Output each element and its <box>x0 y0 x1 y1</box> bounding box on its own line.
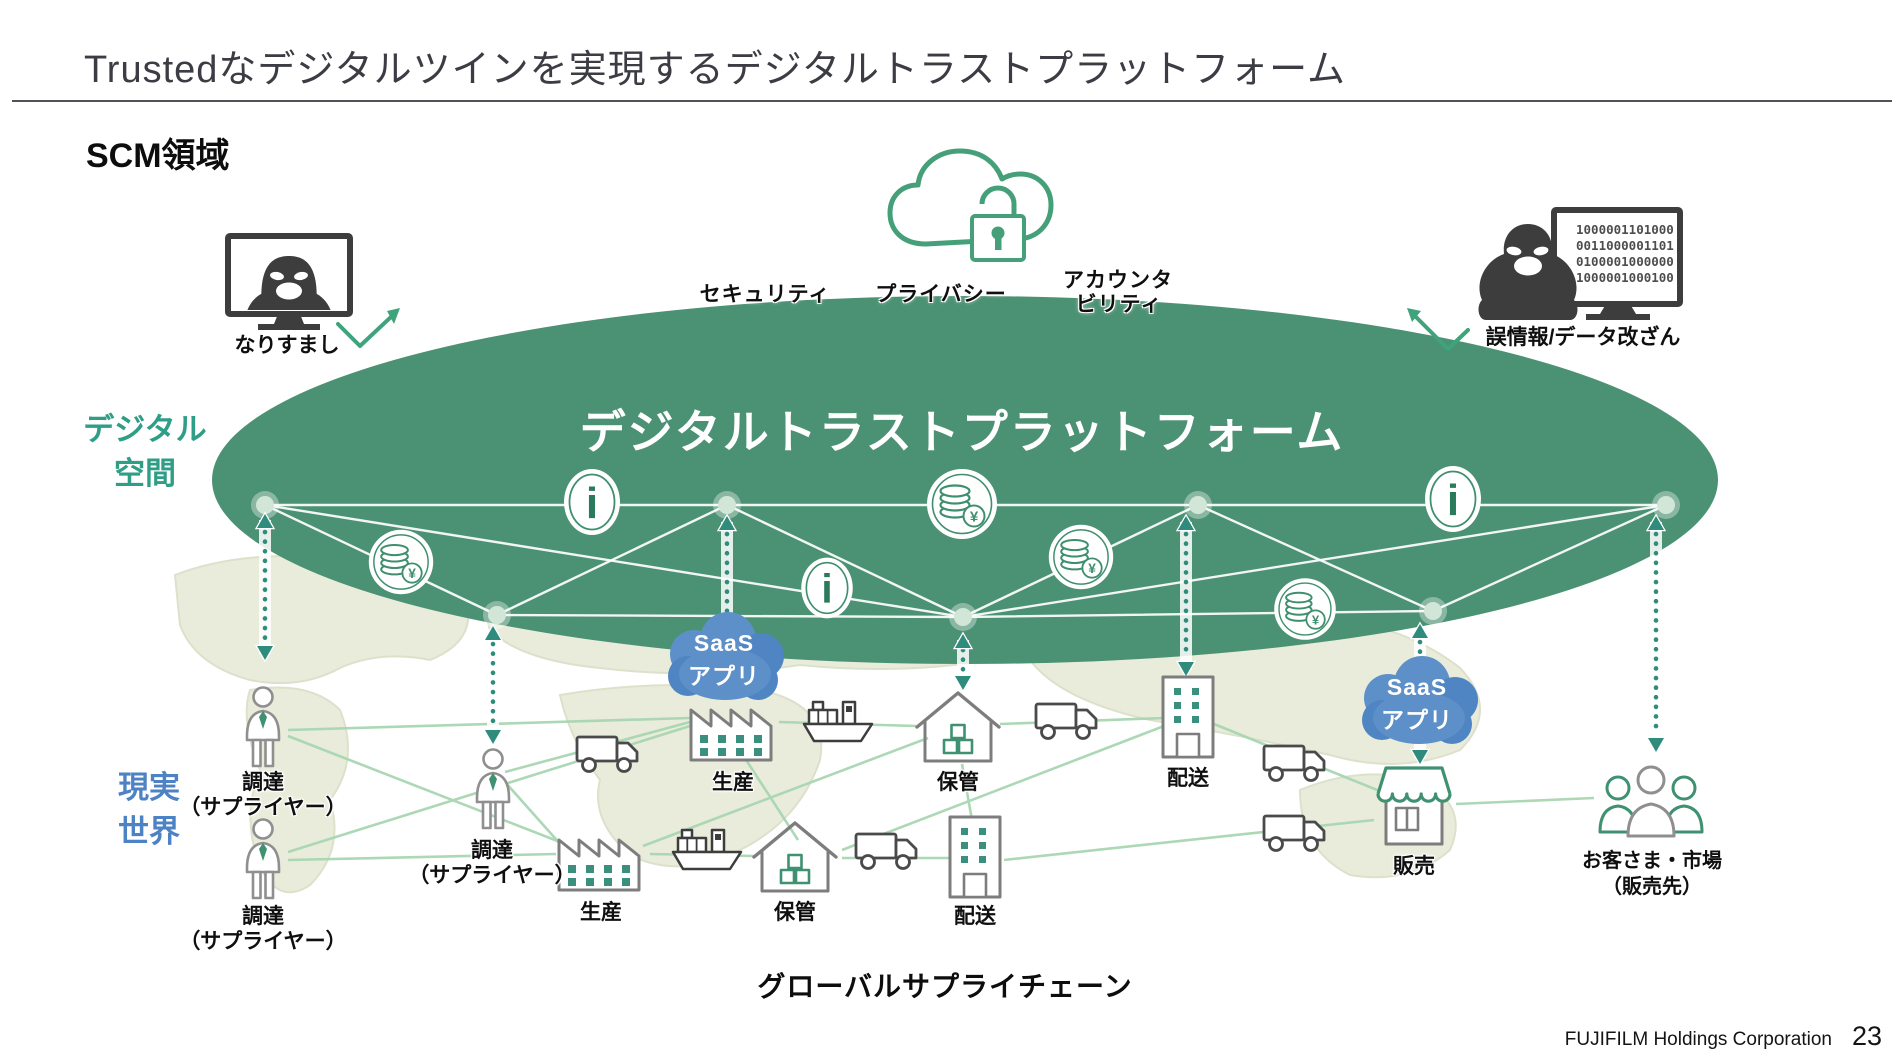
station-label-storage1: 保管 <box>937 771 979 794</box>
sync-arrow-storage <box>952 631 974 693</box>
station-label-sales: 販売 <box>1393 855 1435 878</box>
ship-icon <box>802 700 874 743</box>
truck-icon <box>854 832 918 870</box>
station-label-customer: （販売先） <box>1602 876 1702 898</box>
sync-arrow-customer <box>1645 513 1667 755</box>
threat-label-impersonation: なりすまし <box>234 334 340 357</box>
station-label-storage2: 保管 <box>774 901 816 924</box>
warehouse-icon <box>915 691 1001 763</box>
trust-label-security: セキュリティ <box>699 283 831 306</box>
trust-label-accountability: ビリティ <box>1075 293 1163 316</box>
binary-screen-text: 1000001101000 0011000001101 010000100000… <box>1576 222 1676 286</box>
station-label-procurement2: 調達 <box>471 839 513 862</box>
binary-line: 1000001101000 <box>1576 222 1674 237</box>
saas-label: アプリ <box>688 663 760 689</box>
coins-icon <box>925 467 999 541</box>
attack-arrow-ne <box>336 308 400 348</box>
delivery-building-icon <box>948 815 1002 899</box>
attack-arrow-nw <box>1407 308 1470 351</box>
footer-page-number: 23 <box>1851 1021 1882 1051</box>
info-icon <box>1424 465 1482 533</box>
binary-line: 1000001000100 <box>1576 270 1674 285</box>
sync-arrow-procurement2 <box>482 623 504 747</box>
tampering-hacker-icon <box>1478 207 1683 320</box>
sync-arrow-procurement1 <box>254 511 276 663</box>
saas-label: アプリ <box>1381 707 1453 733</box>
station-label-procurement1: （サプライヤー） <box>179 796 347 819</box>
title-divider <box>12 100 1892 102</box>
trust-label-accountability: アカウンタ <box>1063 269 1173 292</box>
delivery-building-icon <box>1161 675 1215 759</box>
saas-label: SaaS <box>693 630 755 656</box>
station-label-customer: お客さま・市場 <box>1582 850 1722 872</box>
layer-label-real: 現実 <box>118 770 180 805</box>
layer-label-digital: 空間 <box>114 456 176 491</box>
customers-people-icon <box>1598 765 1704 838</box>
impersonation-hacker-icon <box>225 233 353 330</box>
truck-icon <box>1262 814 1326 852</box>
binary-line: 0011000001101 <box>1576 238 1674 253</box>
coins-icon <box>367 528 435 596</box>
page-title: Trustedなデジタルツインを実現するデジタルトラストプラットフォーム <box>84 49 1346 91</box>
coins-icon <box>1047 523 1115 591</box>
sync-arrow-delivery <box>1175 513 1197 679</box>
saas-label: SaaS <box>1386 674 1448 700</box>
station-label-procurement3: （サプライヤー） <box>179 930 347 953</box>
station-label-delivery1: 配送 <box>1167 767 1209 790</box>
binary-line: 0100001000000 <box>1576 254 1674 269</box>
info-icon <box>800 556 854 620</box>
truck-icon <box>1034 702 1098 740</box>
platform-title: デジタルトラストプラットフォーム <box>579 406 1345 458</box>
trust-label-privacy: プライバシー <box>875 283 1007 306</box>
secure-cloud-icon <box>887 148 1054 262</box>
store-icon <box>1376 766 1452 846</box>
station-label-procurement2: （サプライヤー） <box>408 864 576 887</box>
info-icon <box>563 468 621 536</box>
footer-company: FUJIFILM Holdings Corporation <box>1564 1029 1832 1050</box>
layer-label-digital: デジタル <box>83 412 207 447</box>
layer-label-real: 世界 <box>118 814 180 849</box>
station-label-production1: 生産 <box>712 771 754 794</box>
section-label: SCM領域 <box>86 137 230 175</box>
supply-chain-caption: グローバルサプライチェーン <box>757 971 1133 1002</box>
station-label-procurement3: 調達 <box>242 905 284 928</box>
threat-label-tampering: 誤情報/データ改ざん <box>1485 326 1681 349</box>
truck-icon <box>1262 744 1326 782</box>
station-label-production2: 生産 <box>580 901 622 924</box>
coins-icon <box>1273 577 1337 641</box>
station-label-delivery2: 配送 <box>954 905 996 928</box>
station-label-procurement1: 調達 <box>242 771 284 794</box>
slide-footer: FUJIFILM Holdings Corporation 23 <box>1565 1021 1882 1052</box>
